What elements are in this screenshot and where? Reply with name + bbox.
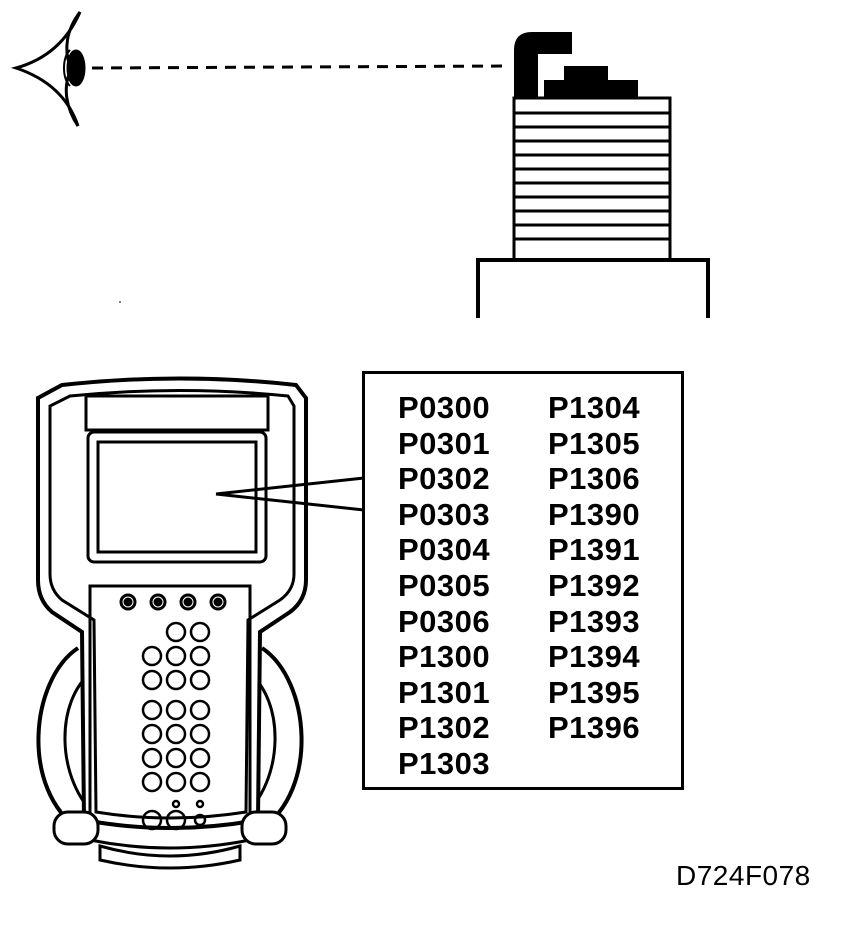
dtc-code: P0305 <box>398 567 491 603</box>
dtc-code-box: P0300 P0301 P0302 P0303 P0304 P0305 P030… <box>362 371 684 790</box>
dtc-code: P0301 <box>398 425 491 461</box>
dtc-code: P1301 <box>398 674 491 710</box>
dtc-code: P0300 <box>398 390 491 425</box>
dtc-code: P1303 <box>398 745 491 781</box>
dtc-code: P1394 <box>548 639 641 675</box>
dtc-code: P1390 <box>548 496 641 532</box>
dtc-code: P1396 <box>548 710 641 746</box>
dtc-code: P1392 <box>548 567 641 603</box>
dtc-code: P0304 <box>398 532 491 568</box>
dtc-code: P1395 <box>548 674 641 710</box>
dtc-column-2: P1304 P1305 P1306 P1390 P1391 P1392 P139… <box>548 390 640 746</box>
dtc-code: P1306 <box>548 461 641 497</box>
eye-icon <box>10 11 86 127</box>
dtc-code: P0306 <box>398 603 491 639</box>
dtc-code: P1305 <box>548 425 641 461</box>
stray-dot <box>119 301 121 303</box>
dtc-code: P1391 <box>548 532 641 568</box>
dtc-code: P1302 <box>398 710 491 746</box>
dtc-code: P1393 <box>548 603 641 639</box>
line-of-sight <box>91 64 507 70</box>
spark-plug-icon <box>476 32 710 318</box>
figure-id: D724F078 <box>676 860 811 891</box>
callout-pointer <box>215 476 365 512</box>
dtc-code: P0303 <box>398 496 491 532</box>
dtc-code: P1304 <box>548 390 641 425</box>
scan-tool-icon <box>36 376 308 870</box>
dtc-column-1: P0300 P0301 P0302 P0303 P0304 P0305 P030… <box>398 390 490 782</box>
dtc-code: P1300 <box>398 639 491 675</box>
dtc-code: P0302 <box>398 461 491 497</box>
